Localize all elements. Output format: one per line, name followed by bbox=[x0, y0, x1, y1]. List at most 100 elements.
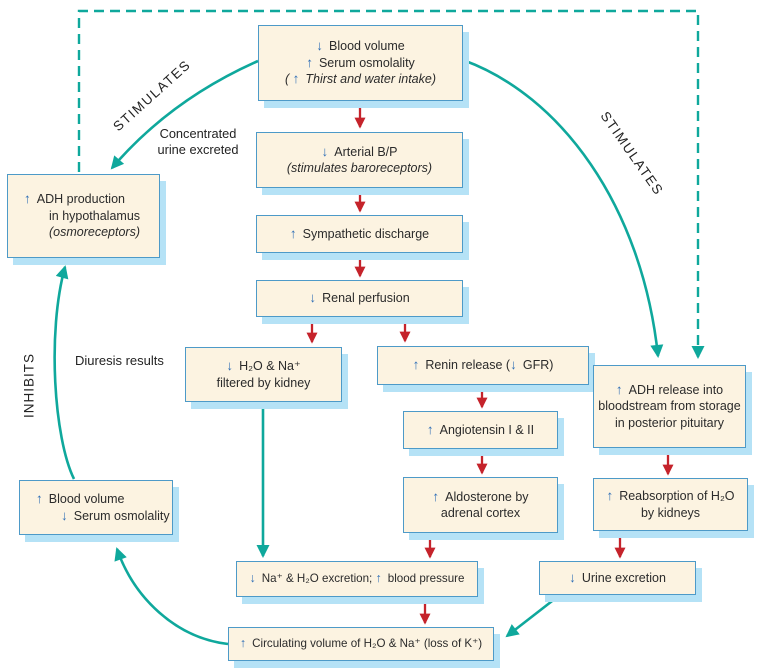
box-text: Serum osmolality bbox=[73, 508, 170, 523]
box-text: ADH release into bbox=[628, 382, 724, 397]
box-text: in posterior pituitary bbox=[614, 415, 725, 430]
box-arterial-bp: ↓ Arterial B/P (stimulates baroreceptors) bbox=[256, 132, 463, 188]
up-arrow-icon: ↑ bbox=[412, 357, 420, 373]
box-text: Aldosterone by bbox=[445, 489, 529, 504]
up-arrow-icon: ↑ bbox=[36, 491, 43, 506]
box-text: adrenal cortex bbox=[440, 506, 521, 520]
up-arrow-icon: ↑ bbox=[432, 488, 440, 504]
box-text: Renal perfusion bbox=[322, 291, 410, 306]
box-text: blood pressure bbox=[387, 572, 465, 586]
stimulates-left-curve-arrow bbox=[110, 59, 259, 170]
box-text: Serum osmolality bbox=[318, 55, 415, 70]
box-urine-excretion: ↓ Urine excretion bbox=[539, 561, 696, 595]
box-text: in hypothalamus bbox=[49, 208, 141, 223]
box-line: (osmoreceptors) bbox=[24, 224, 140, 241]
box-blood-volume-restored: ↑ Blood volume↓ Serum osmolality bbox=[19, 480, 173, 535]
box-line: ↑ Reabsorption of H₂O bbox=[606, 488, 734, 505]
box-text: ( bbox=[285, 72, 293, 87]
box-angiotensin: ↑ Angiotensin I & II bbox=[403, 411, 558, 449]
down-arrow-icon: ↓ bbox=[61, 507, 68, 523]
box-line: ↑ Sympathetic discharge bbox=[290, 226, 429, 243]
up-arrow-icon: ↑ bbox=[239, 636, 247, 651]
up-arrow-icon: ↑ bbox=[292, 71, 300, 87]
diuresis-results-label: Diuresis results bbox=[75, 353, 164, 368]
box-adh-release: ↑ ADH release into bloodstream from storag… bbox=[593, 365, 746, 448]
box-line: ↑ Renin release (↓ GFR) bbox=[413, 357, 554, 374]
box-text: ADH production bbox=[36, 192, 125, 207]
box-text: Sympathetic discharge bbox=[302, 226, 430, 241]
box-text: Na⁺ & H₂O excretion; bbox=[261, 572, 376, 586]
up-arrow-icon: ↑ bbox=[615, 381, 623, 397]
box-line: (stimulates baroreceptors) bbox=[287, 160, 432, 177]
up-arrow-icon: ↑ bbox=[606, 488, 614, 503]
dashed-feedback-arrow bbox=[77, 9, 705, 359]
inhibits-label: INHIBITS bbox=[21, 353, 37, 419]
box-text: Reabsorption of H₂O bbox=[619, 489, 735, 503]
box-renin-release: ↑ Renin release (↓ GFR) bbox=[377, 346, 589, 385]
down-arrow-icon: ↓ bbox=[316, 38, 323, 54]
box-line: ↓ H₂O & Na⁺ bbox=[226, 358, 300, 375]
box-line: ↓ Renal perfusion bbox=[309, 290, 409, 307]
box-line: bloodstream from storage bbox=[598, 398, 740, 415]
up-arrow-icon: ↑ bbox=[306, 54, 313, 70]
concentrated-urine-line1: Concentrated bbox=[159, 126, 237, 141]
box-text: Blood volume bbox=[48, 492, 125, 506]
box-line: filtered by kidney bbox=[217, 375, 311, 392]
box-line: ↓ Serum osmolality bbox=[36, 508, 170, 525]
down-arrow-icon: ↓ bbox=[226, 358, 234, 373]
box-line: ↑ Angiotensin I & II bbox=[427, 422, 534, 439]
box-blood-volume-serum-osmolality: ↓ Blood volume ↑ Serum osmolality ( ↑ Thirst … bbox=[258, 25, 463, 101]
up-arrow-icon: ↑ bbox=[375, 571, 382, 586]
box-text: bloodstream from storage bbox=[598, 399, 741, 414]
box-line: ↓ Arterial B/P bbox=[322, 144, 398, 161]
box-text: Blood volume bbox=[329, 39, 405, 54]
box-renal-perfusion: ↓ Renal perfusion bbox=[256, 280, 463, 317]
box-text: (stimulates baroreceptors) bbox=[286, 161, 433, 175]
box-h2o-na-filtered: ↓ H₂O & Na⁺ filtered by kidney bbox=[185, 347, 342, 402]
down-arrow-icon: ↓ bbox=[249, 571, 256, 586]
circulating-to-blood-volume-arrow bbox=[114, 547, 229, 646]
stimulates-right-curve-arrow bbox=[462, 58, 664, 358]
box-line: by kidneys bbox=[641, 505, 700, 522]
box-line: ↓ Na⁺ & H₂O excretion; ↑ blood pressure bbox=[250, 570, 465, 588]
box-line: ↑ Circulating volume of H₂O & Na⁺ (loss o… bbox=[240, 635, 482, 653]
box-line: ↓ Urine excretion bbox=[569, 570, 666, 587]
up-arrow-icon: ↑ bbox=[24, 191, 31, 207]
urine-to-circulating-arrow bbox=[505, 596, 557, 638]
box-text: Urine excretion bbox=[581, 570, 666, 585]
up-arrow-icon: ↑ bbox=[289, 225, 297, 241]
box-line: ↑ ADH production bbox=[24, 191, 125, 208]
box-text: Thirst and water intake) bbox=[305, 72, 436, 87]
box-line: ↓ Blood volume bbox=[316, 38, 405, 55]
box-line: ↑ Serum osmolality bbox=[306, 55, 415, 72]
box-line: ↑ Blood volume bbox=[36, 491, 125, 508]
down-arrow-icon: ↓ bbox=[569, 569, 576, 585]
concentrated-urine-line2: urine excreted bbox=[157, 141, 239, 157]
box-na-h2o-excretion: ↓ Na⁺ & H₂O excretion; ↑ blood pressure bbox=[236, 561, 478, 597]
box-text: Circulating volume of H₂O & Na⁺ (loss of… bbox=[252, 637, 483, 651]
down-arrow-icon: ↓ bbox=[510, 357, 517, 373]
box-circulating-volume: ↑ Circulating volume of H₂O & Na⁺ (loss o… bbox=[228, 627, 494, 661]
box-text: Renin release ( bbox=[425, 358, 511, 373]
box-sympathetic-discharge: ↑ Sympathetic discharge bbox=[256, 215, 463, 253]
box-text: by kidneys bbox=[640, 505, 701, 520]
down-arrow-icon: ↓ bbox=[321, 143, 329, 159]
box-text: GFR) bbox=[522, 358, 554, 373]
box-line: ↑ ADH release into bbox=[616, 382, 723, 399]
inhibits-curve-arrow bbox=[53, 265, 76, 480]
box-line: in hypothalamus bbox=[24, 208, 140, 225]
box-line: in posterior pituitary bbox=[615, 415, 724, 432]
down-arrow-icon: ↓ bbox=[309, 290, 317, 306]
box-line: ↑ Aldosterone by bbox=[432, 489, 528, 506]
up-arrow-icon: ↑ bbox=[426, 421, 434, 437]
box-text: Arterial B/P bbox=[334, 144, 398, 159]
box-text: filtered by kidney bbox=[216, 375, 311, 390]
box-text: H₂O & Na⁺ bbox=[239, 359, 301, 373]
box-line: ( ↑ Thirst and water intake) bbox=[285, 71, 436, 88]
box-aldosterone: ↑ Aldosterone by adrenal cortex bbox=[403, 477, 558, 533]
concentrated-urine-label: Concentrated urine excreted bbox=[147, 126, 249, 157]
box-text: Angiotensin I & II bbox=[439, 422, 535, 437]
